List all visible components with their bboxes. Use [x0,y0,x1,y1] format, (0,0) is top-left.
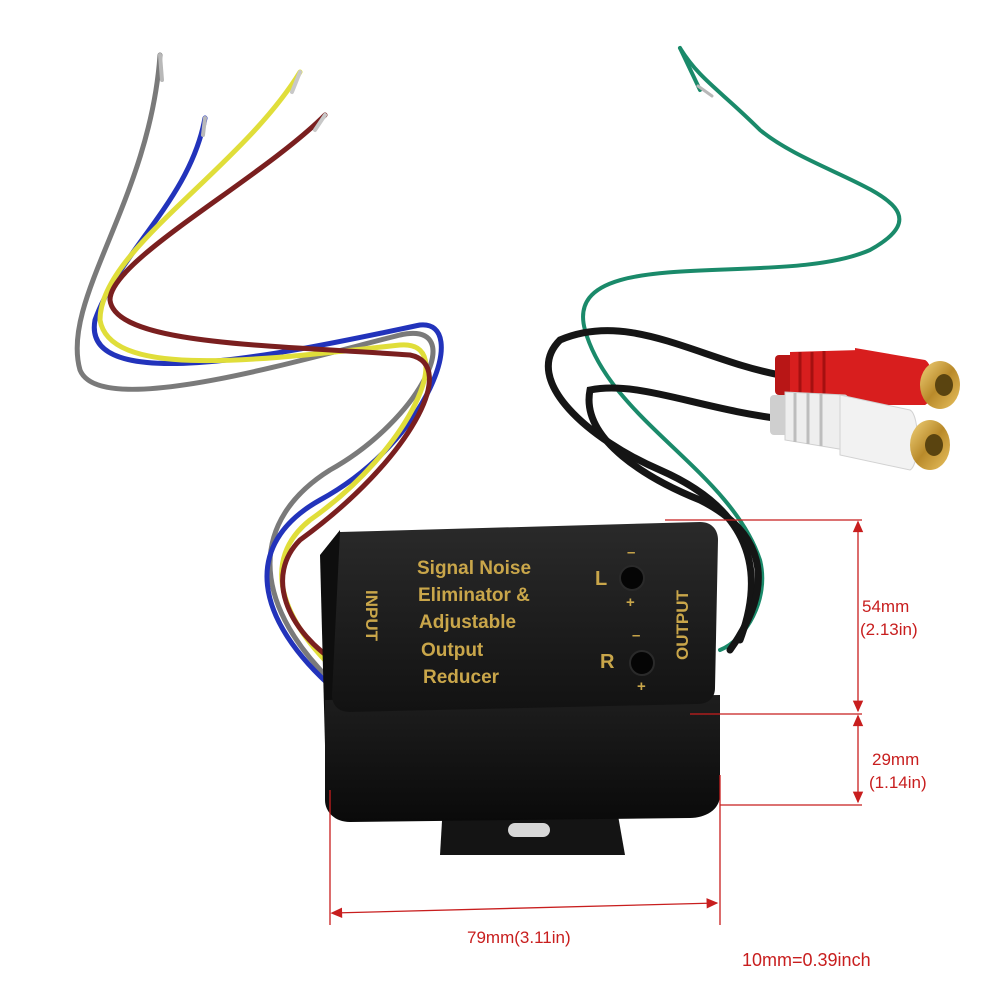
wire-black-1 [544,327,784,644]
depth-mm-label: 29mm [872,750,919,769]
label-line-1: Signal Noise [417,558,531,579]
label-line-2: Eliminator & [418,585,530,606]
output-label: OUTPUT [673,590,692,661]
label-line-3: Adjustable [419,612,516,633]
rca-plug-white [770,391,950,471]
right-channel-label: R [600,651,615,673]
right-minus-label: – [632,627,640,644]
rca-plug-red [775,348,960,409]
wire-black-2 [585,384,794,654]
height-in-label: (2.13in) [860,620,918,639]
noise-filter-box [320,522,720,855]
dimension-lines [329,519,864,925]
left-minus-label: – [627,544,635,561]
box-label: Signal Noise Eliminator & Adjustable Out… [362,544,692,695]
width-label: 79mm(3.11in) [467,928,571,947]
input-label: INPUT [362,590,381,642]
label-line-5: Reducer [423,667,500,688]
label-line-4: Output [421,640,484,661]
right-plus-label: + [637,678,646,695]
left-trim-pot [619,565,645,591]
left-channel-label: L [595,568,607,590]
wire-yellow [97,69,429,678]
right-trim-pot [629,650,655,676]
depth-in-label: (1.14in) [869,773,927,792]
input-wires [74,52,444,693]
height-mm-label: 54mm [862,597,909,616]
output-wires [544,46,902,654]
scale-note: 10mm=0.39inch [742,950,871,970]
left-plus-label: + [626,594,635,611]
wire-gray [74,52,436,683]
wire-red [107,112,432,668]
